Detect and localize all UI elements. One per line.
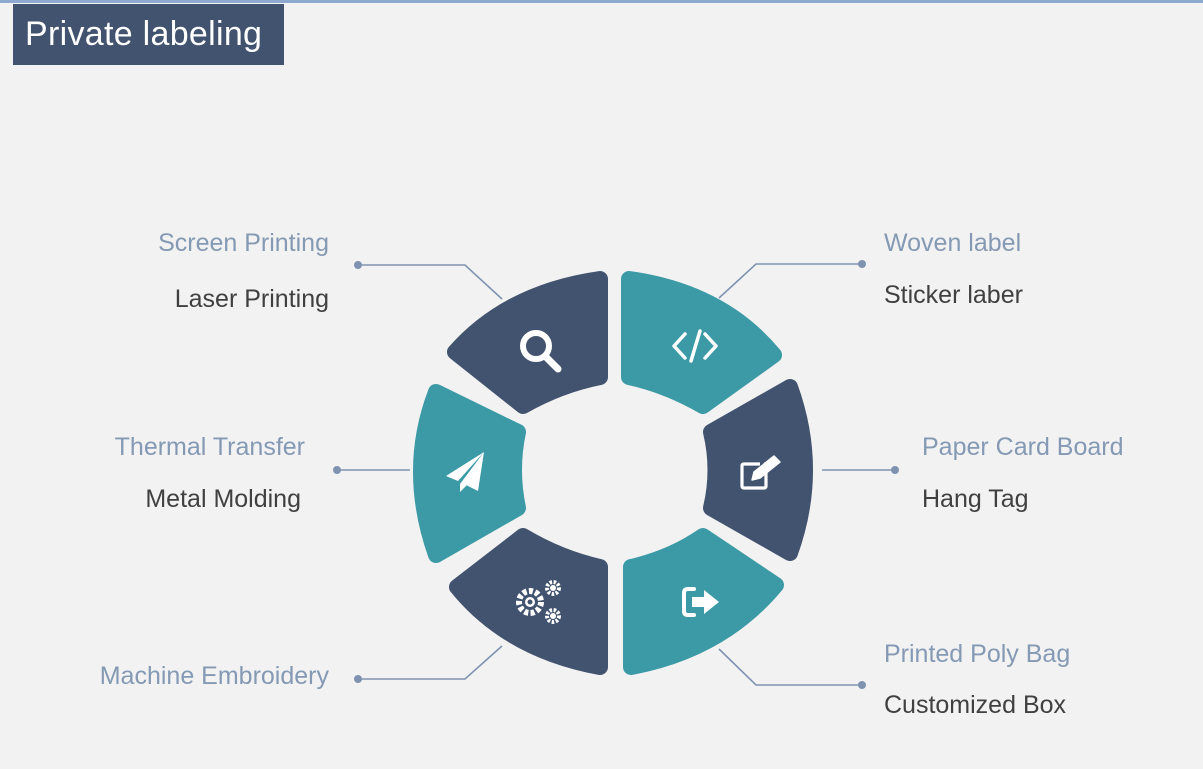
sign-out-icon <box>682 587 719 617</box>
connector-dots <box>333 260 899 689</box>
top-rule <box>0 0 1203 3</box>
label-hang-tag: Hang Tag <box>922 485 1029 513</box>
code-icon <box>672 329 718 363</box>
label-screen-printing: Screen Printing <box>158 229 329 257</box>
dot-paper-card-board <box>891 466 899 474</box>
dot-thermal-transfer <box>333 466 341 474</box>
label-laser-printing: Laser Printing <box>174 285 329 313</box>
paper-plane-icon <box>446 452 484 492</box>
edit-icon <box>740 455 781 490</box>
label-machine-embroidery: Machine Embroidery <box>99 662 329 690</box>
label-printed-poly-bag: Printed Poly Bag <box>884 640 1071 668</box>
segment-woven-label <box>621 271 782 414</box>
segment-screen-printing <box>447 271 608 414</box>
search-icon <box>520 330 562 373</box>
label-customized-box: Customized Box <box>884 691 1067 719</box>
label-metal-molding: Metal Molding <box>145 485 301 513</box>
connector-machine-embroidery <box>358 645 503 680</box>
label-woven-label: Woven label <box>884 229 1022 257</box>
connector-screen-printing <box>358 264 503 300</box>
label-paper-card-board: Paper Card Board <box>922 433 1124 461</box>
connectors <box>337 263 895 686</box>
dot-woven-label <box>858 260 866 268</box>
connector-woven-label <box>718 263 862 299</box>
page-title: Private labeling <box>13 4 284 65</box>
gears-icon <box>516 580 561 624</box>
label-sticker-laber: Sticker laber <box>884 281 1023 309</box>
label-thermal-transfer: Thermal Transfer <box>114 433 305 461</box>
dot-printed-poly-bag <box>858 681 866 689</box>
connector-printed-poly-bag <box>718 648 862 686</box>
dot-screen-printing <box>354 261 362 269</box>
dot-machine-embroidery <box>354 675 362 683</box>
